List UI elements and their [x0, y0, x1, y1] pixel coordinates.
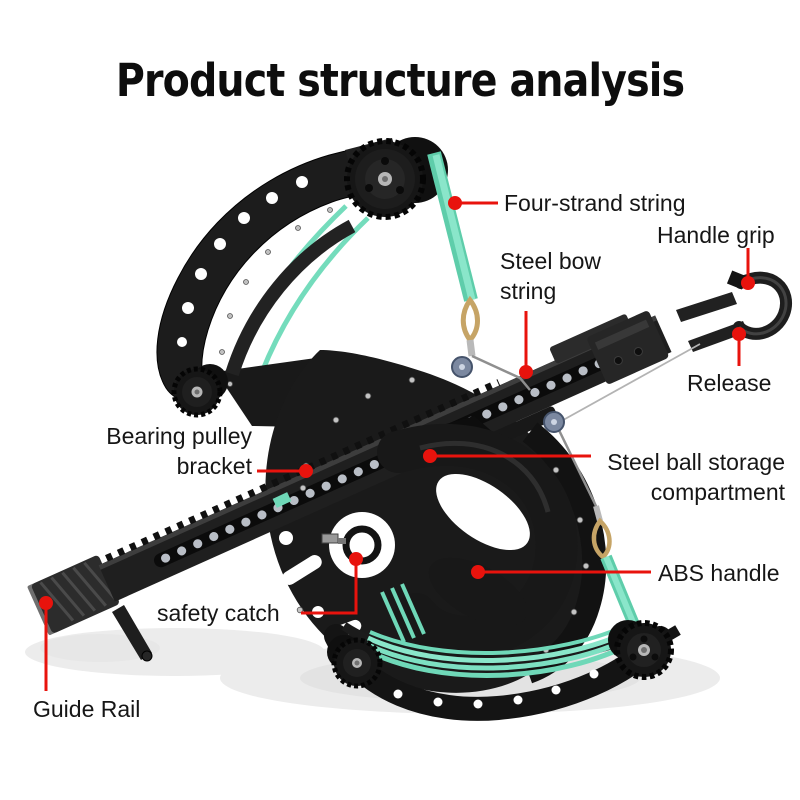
bow-strings — [427, 151, 701, 433]
top-pulley — [344, 137, 448, 220]
string-loop — [460, 295, 480, 344]
label-release: Release — [687, 370, 772, 396]
string-loop — [591, 517, 612, 561]
label-handle-grip: Handle grip — [657, 222, 775, 248]
label-line: compartment — [650, 479, 785, 505]
label-bearing-pulley-bracket: Bearing pulley bracket — [106, 421, 252, 481]
label-line: Steel ball storage — [607, 449, 785, 475]
release-mechanism — [676, 292, 748, 352]
right-pulley — [608, 620, 674, 680]
callout-bearing-pulley-bracket — [257, 464, 313, 478]
label-steel-bow-string: Steel bow string — [500, 246, 601, 306]
label-abs-handle: ABS handle — [658, 560, 780, 586]
string-accents — [380, 583, 426, 643]
lower-limb — [324, 423, 681, 721]
callout-guide-rail — [39, 596, 53, 691]
callout-handle-grip — [741, 248, 755, 290]
callout-steel-ball-storage — [423, 449, 591, 463]
callout-abs-handle — [471, 565, 651, 579]
handle-grip-hook — [726, 270, 792, 340]
label-line: Steel bow — [500, 248, 602, 274]
callout-safety-catch — [301, 552, 363, 615]
callout-four-strand-string — [448, 196, 498, 210]
label-steel-ball-storage: Steel ball storage compartment — [607, 447, 785, 507]
label-line: bracket — [176, 453, 252, 479]
label-safety-catch: safety catch — [157, 600, 280, 626]
callout-release — [732, 327, 746, 366]
riser-front — [272, 376, 607, 684]
left-pulley — [327, 635, 383, 689]
label-guide-rail: Guide Rail — [33, 696, 141, 722]
four-strand-string-band — [364, 622, 636, 678]
abs-handle — [377, 423, 578, 658]
page-title: Product structure analysis — [115, 54, 685, 108]
label-line: Bearing pulley — [106, 423, 252, 449]
bearing-pulley — [171, 364, 228, 418]
label-line: string — [500, 278, 557, 304]
kickstand — [112, 605, 153, 662]
callout-steel-bow-string — [519, 311, 533, 379]
steel-bow-cable — [471, 354, 531, 391]
callouts — [39, 196, 755, 691]
label-four-strand-string: Four-strand string — [504, 190, 686, 216]
